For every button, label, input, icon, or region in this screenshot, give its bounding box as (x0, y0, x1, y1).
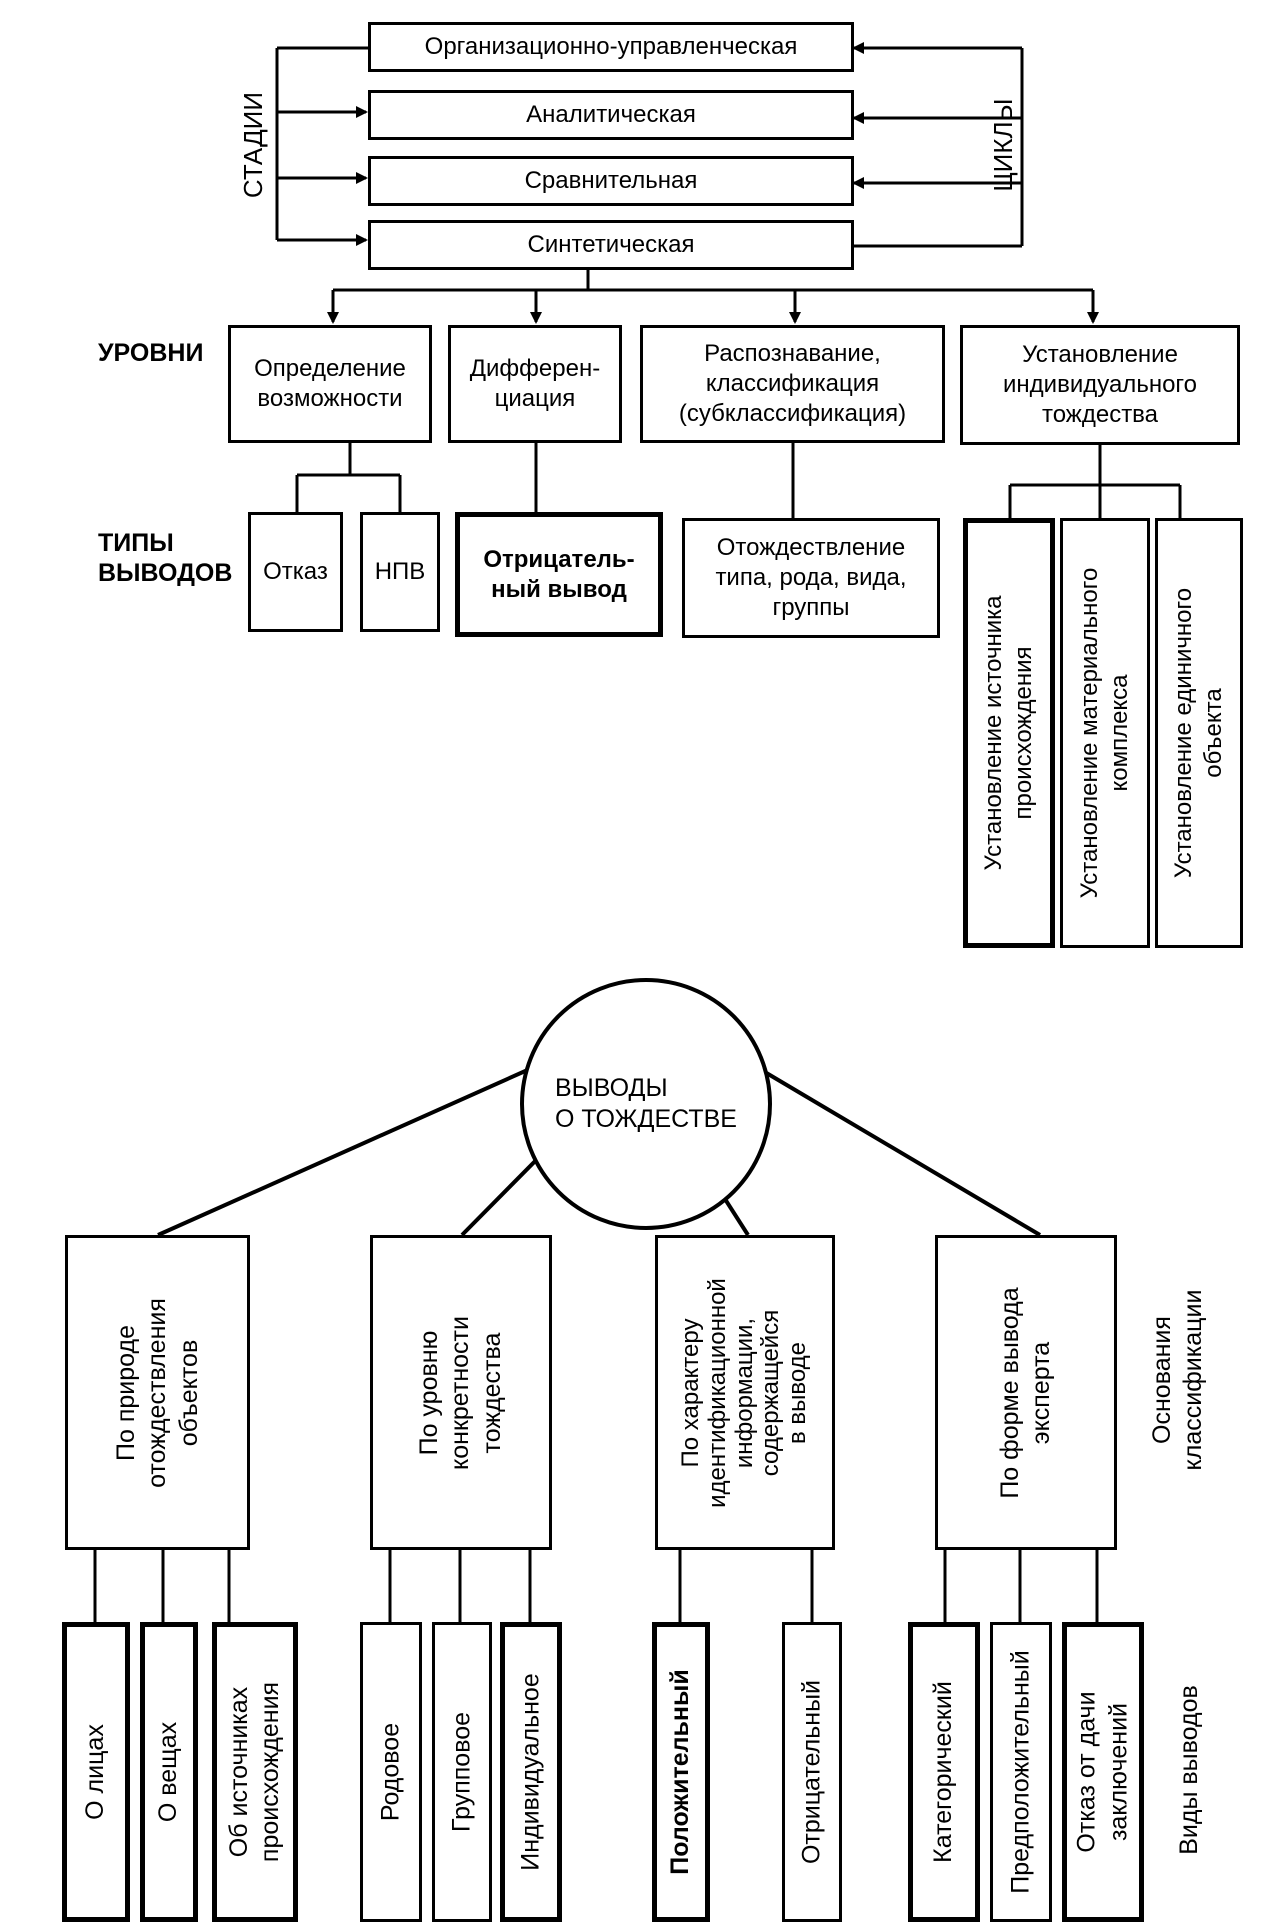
category-label: По форме вывода эксперта (995, 1286, 1055, 1499)
kind-label: Предположительный (1006, 1650, 1035, 1894)
type-source-origin: Установление источника происхождения (963, 518, 1055, 948)
kind-generic: Родовое (360, 1622, 422, 1922)
type-identification: Отождествление типа, рода, вида, группы (682, 518, 940, 638)
kind-label: О вещах (154, 1721, 183, 1823)
stage-label: Организационно-управленческая (424, 33, 798, 60)
type-refusal: Отказ (248, 512, 343, 632)
level-label: Распознавание, классификация (субклассиф… (678, 340, 907, 427)
identity-conclusions-circle: ВЫВОДЫ О ТОЖДЕСТВЕ (520, 978, 772, 1230)
kind-things: О вещах (140, 1622, 198, 1922)
type-label: Отказ (263, 558, 328, 585)
stage-label: Аналитическая (526, 101, 696, 128)
level-possibility: Определение возможности (228, 325, 432, 443)
kinds-label: Виды выводов (1175, 1685, 1204, 1855)
type-label: Отождествление типа, рода, вида, группы (715, 534, 907, 621)
stage-analytical: Аналитическая (368, 90, 854, 140)
kind-label: Категорический (929, 1681, 958, 1863)
kind-positive: Положительный (652, 1622, 710, 1922)
kind-label: Родовое (376, 1722, 405, 1822)
kind-presumptive: Предположительный (990, 1622, 1052, 1922)
stage-org-management: Организационно-управленческая (368, 22, 854, 72)
kind-persons: О лицах (62, 1622, 130, 1922)
stage-synthetic: Синтетическая (368, 220, 854, 270)
level-individual-identity: Установление индивидуального тождества (960, 325, 1240, 445)
kind-label: Отрицательный (797, 1679, 826, 1865)
stage-label: Синтетическая (527, 231, 695, 258)
category-label: По уровню конкретности тождества (415, 1315, 506, 1470)
center-label: ВЫВОДЫ О ТОЖДЕСТВЕ (555, 1073, 737, 1133)
type-label: Отрицатель- ный вывод (483, 545, 635, 603)
type-label: Установление материального комплекса (1076, 567, 1133, 899)
kind-label: Отказ от дачи заключений (1072, 1691, 1132, 1853)
category-label: По характеру идентификационной информаци… (676, 1277, 812, 1508)
kind-refusal-conclusion: Отказ от дачи заключений (1062, 1622, 1144, 1922)
kind-label: Положительный (666, 1669, 695, 1875)
type-single-object: Установление единичного объекта (1155, 518, 1243, 948)
level-recognition: Распознавание, классификация (субклассиф… (640, 325, 945, 443)
types-label: ТИПЫ ВЫВОДОВ (98, 529, 233, 587)
kind-label: Об источниках происхождения (224, 1681, 284, 1863)
cycles-side-label: ЦИКЛЫ (987, 98, 1018, 192)
category-form: По форме вывода эксперта (935, 1235, 1117, 1550)
kind-individual: Индивидуальное (500, 1622, 562, 1922)
type-npv: НПВ (360, 512, 440, 632)
stage-label: Сравнительная (524, 167, 698, 194)
level-differentiation: Дифферен- циация (448, 325, 622, 443)
kind-label: Групповое (447, 1711, 476, 1833)
kind-label: О лицах (81, 1724, 110, 1820)
category-concreteness: По уровню конкретности тождества (370, 1235, 552, 1550)
type-label: НПВ (374, 558, 426, 585)
stage-comparative: Сравнительная (368, 156, 854, 206)
kind-negative: Отрицательный (782, 1622, 842, 1922)
stages-side-label: СТАДИИ (237, 91, 268, 199)
kind-categorical: Категорический (908, 1622, 980, 1922)
kind-group: Групповое (432, 1622, 492, 1922)
category-nature: По природе отождествления объектов (65, 1235, 250, 1550)
level-label: Дифферен- циация (469, 355, 601, 412)
type-label: Установление источника происхождения (980, 595, 1037, 871)
level-label: Установление индивидуального тождества (1003, 341, 1197, 428)
bases-label: Основания классификации (1147, 1289, 1207, 1471)
kind-label: Индивидуальное (516, 1673, 545, 1871)
levels-label: УРОВНИ (98, 339, 204, 367)
category-information: По характеру идентификационной информаци… (655, 1235, 835, 1550)
category-label: По природе отождествления объектов (111, 1297, 203, 1488)
level-label: Определение возможности (254, 355, 406, 412)
type-negative: Отрицатель- ный вывод (455, 512, 663, 637)
type-material-complex: Установление материального комплекса (1060, 518, 1150, 948)
type-label: Установление единичного объекта (1170, 587, 1227, 879)
kind-sources: Об источниках происхождения (212, 1622, 298, 1922)
